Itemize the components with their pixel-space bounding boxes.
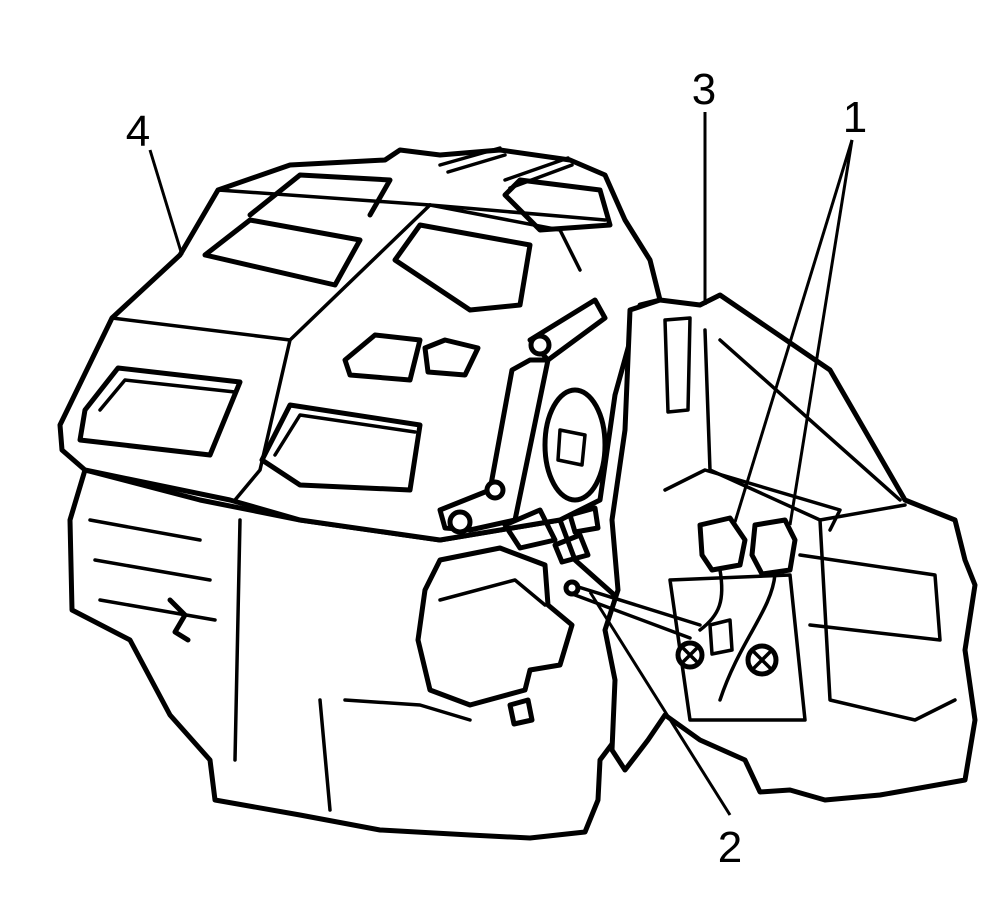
lower-seams bbox=[233, 518, 472, 812]
side-clip bbox=[167, 597, 191, 643]
electrical-connectors bbox=[697, 515, 798, 702]
bracket-slot bbox=[663, 316, 692, 414]
boss-d bbox=[507, 697, 535, 727]
connector-right bbox=[749, 517, 798, 577]
sensor-tip bbox=[563, 579, 581, 597]
front-seam bbox=[233, 338, 292, 502]
bracket-inner-edge bbox=[703, 328, 907, 522]
linkage-pivot-top bbox=[528, 333, 552, 357]
connector-left bbox=[697, 515, 748, 573]
sensor-wire-upper bbox=[570, 583, 702, 627]
top-lid-right bbox=[502, 177, 613, 233]
front-outlet-left bbox=[77, 365, 243, 458]
top-lid bbox=[247, 172, 393, 218]
leader-1a bbox=[733, 139, 854, 523]
top-outlet-left bbox=[202, 217, 363, 288]
callout-3: 3 bbox=[692, 65, 716, 114]
linkage-pivot-mid bbox=[484, 479, 506, 501]
resistor-terminal bbox=[708, 618, 734, 656]
side-ribs bbox=[88, 518, 217, 622]
top-screws bbox=[438, 146, 574, 190]
top-vent-small-b bbox=[422, 337, 481, 378]
bracket-side-panel bbox=[818, 518, 957, 722]
side-round-port bbox=[542, 387, 608, 503]
bracket-diagonal bbox=[718, 338, 902, 502]
leader-4 bbox=[148, 149, 184, 256]
screw-slot-right bbox=[752, 650, 772, 670]
linkage-arm bbox=[437, 357, 551, 533]
top-outlet-right bbox=[392, 222, 533, 313]
wire-right bbox=[718, 572, 777, 702]
leader-lines bbox=[148, 112, 854, 816]
sensor-wire-lower bbox=[573, 593, 692, 640]
leader-1b bbox=[788, 139, 854, 526]
callout-1: 1 bbox=[843, 93, 867, 142]
boss-b bbox=[552, 532, 591, 565]
linkage-pivot-bottom bbox=[447, 509, 473, 535]
leader-2 bbox=[588, 591, 732, 816]
boss-a bbox=[502, 507, 558, 551]
port-inner bbox=[556, 428, 587, 467]
top-vent-small-a bbox=[342, 332, 423, 383]
front-outlet-right-inner bbox=[273, 413, 417, 457]
callout-2: 2 bbox=[718, 823, 742, 872]
boss-c bbox=[567, 505, 601, 535]
sensor-wire bbox=[563, 579, 702, 640]
front-outlet-left-inner bbox=[98, 378, 237, 412]
actuator-ridge bbox=[438, 578, 547, 607]
blower-actuator-housing bbox=[415, 545, 575, 708]
screw-slot-left bbox=[681, 646, 699, 664]
front-outlet-right bbox=[259, 402, 423, 493]
hvac-case-assembly bbox=[57, 146, 663, 841]
resistor-plate bbox=[668, 573, 807, 722]
wire-left bbox=[698, 568, 724, 632]
callout-4: 4 bbox=[126, 107, 150, 156]
bracket-shelf bbox=[663, 468, 842, 532]
bracket-window bbox=[798, 553, 942, 642]
